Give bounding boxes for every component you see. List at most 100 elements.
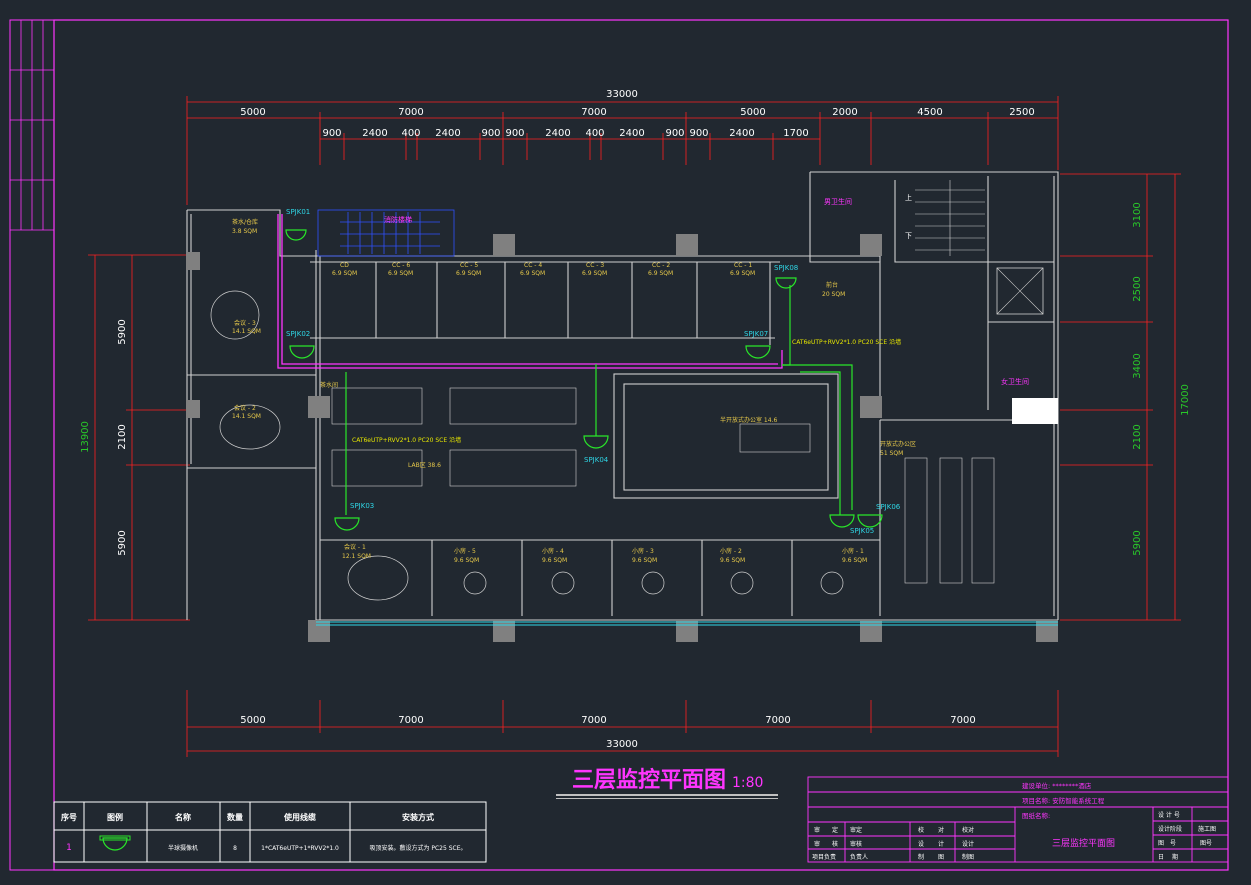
dim-sub-6: 900 xyxy=(505,128,524,139)
dim-bottom-4: 7000 xyxy=(765,715,790,726)
tb-project: 项目名称: 安防智能系统工程 xyxy=(1022,796,1105,805)
legend-row-cable: 1*CAT6eUTP+1*RVV2*1.0 xyxy=(261,845,339,852)
tb-c3c: 制图 xyxy=(962,853,974,861)
dim-left-total: 13900 xyxy=(80,421,91,453)
tb-c1a: 校 xyxy=(918,826,924,834)
tb-right-2b: 施工图 xyxy=(1198,825,1216,833)
dim-top-sub: 900 2400 400 2400 900 900 2400 400 2400 … xyxy=(322,128,808,139)
dim-left-2: 2100 xyxy=(117,424,128,449)
legend-row-no: 1 xyxy=(66,843,72,853)
room-cc5: CC - 5 xyxy=(460,262,478,269)
tb-r3b: 负责人 xyxy=(850,853,868,861)
camera-3-icon xyxy=(334,517,360,531)
dim-bottom-total: 33000 xyxy=(606,739,638,750)
magenta-trunk xyxy=(277,214,783,369)
room-stair: 消防楼梯 xyxy=(384,215,412,224)
room-cc3-area: 6.9 SQM xyxy=(582,270,607,277)
tb-c3b: 图 xyxy=(938,854,944,861)
room-small3-area: 9.6 SQM xyxy=(632,557,657,564)
camera-label-2: SPJK02 xyxy=(286,330,310,338)
camera-5-icon xyxy=(829,514,855,528)
camera-1-icon xyxy=(285,229,307,241)
dim-bottom-2: 7000 xyxy=(398,715,423,726)
room-small5: 小房 - 5 xyxy=(454,547,476,555)
room-cc4: CC - 4 xyxy=(524,262,542,269)
dim-sub-11: 900 xyxy=(689,128,708,139)
camera-6-icon xyxy=(857,514,883,528)
title-block xyxy=(807,776,1229,863)
tb-r1a: 审 xyxy=(814,826,820,834)
tb-c2c: 设计 xyxy=(962,840,974,848)
tb-right-1a: 设 计 号 xyxy=(1158,811,1180,819)
room-tea-area: 3.8 SQM xyxy=(232,228,257,235)
inner-frame xyxy=(53,19,1229,871)
camera-8-icon xyxy=(775,277,797,289)
camera-label-8: SPJK08 xyxy=(774,264,798,272)
dim-top-row: 5000 7000 7000 5000 2000 4500 2500 xyxy=(240,107,1034,118)
room-meet2: 会议 - 2 xyxy=(234,404,256,412)
dim-sub-9: 2400 xyxy=(619,128,644,139)
tb-r2a: 审 xyxy=(814,840,820,848)
tb-right-4a: 日 xyxy=(1158,854,1164,861)
room-meet2-area: 14.1 SQM xyxy=(232,413,261,420)
camera-label-3: SPJK03 xyxy=(350,502,374,510)
dim-bottom-1: 5000 xyxy=(240,715,265,726)
tb-right-3b: 号 xyxy=(1170,840,1176,847)
dim-sub-5: 900 xyxy=(481,128,500,139)
room-cc6: CC - 6 xyxy=(392,262,410,269)
legend-h-symbol: 图例 xyxy=(107,812,123,822)
tb-r2c: 审核 xyxy=(850,840,862,848)
tb-r1b: 定 xyxy=(832,826,838,834)
tb-right-3a: 图 xyxy=(1158,840,1164,847)
dim-sub-3: 400 xyxy=(401,128,420,139)
dim-bottom-5: 7000 xyxy=(950,715,975,726)
room-cc3: CC - 3 xyxy=(586,262,604,269)
room-cc2-area: 6.9 SQM xyxy=(648,270,673,277)
dim-sub-12: 2400 xyxy=(729,128,754,139)
white-block xyxy=(1012,398,1058,424)
dim-bottom-row: 5000 7000 7000 7000 7000 xyxy=(240,715,975,726)
legend-h-no: 序号 xyxy=(61,812,77,822)
room-front-area: 20 SQM xyxy=(822,291,845,298)
room-half-open: 半开放式办公室 14.6 xyxy=(720,416,777,424)
room-cc5-area: 6.9 SQM xyxy=(456,270,481,277)
tb-r2b: 核 xyxy=(832,840,838,848)
room-small2-area: 9.6 SQM xyxy=(720,557,745,564)
room-cc4-area: 6.9 SQM xyxy=(520,270,545,277)
dim-top-total: 33000 xyxy=(606,89,638,100)
room-small1: 小房 - 1 xyxy=(842,547,864,555)
binding-strip xyxy=(10,20,54,231)
legend-h-name: 名称 xyxy=(175,812,191,822)
dim-right-3: 3400 xyxy=(1132,353,1143,378)
dim-sub-1: 900 xyxy=(322,128,341,139)
camera-symbols xyxy=(285,229,883,531)
cable-label-2: CAT6eUTP+RVV2*1.0 PC20 SCE 沿墙 xyxy=(352,436,461,444)
tb-c3a: 制 xyxy=(918,853,924,861)
dim-top-6: 4500 xyxy=(917,107,942,118)
building-walls xyxy=(186,171,1059,621)
tb-right-4b: 期 xyxy=(1172,853,1178,861)
camera-label-6: SPJK06 xyxy=(876,503,901,511)
workstations xyxy=(331,387,995,584)
stair-up: 上 xyxy=(905,193,912,202)
camera-label-7: SPJK07 xyxy=(744,330,768,338)
room-labels: 茶水/仓库 3.8 SQM 消防楼梯 CD 6.9 SQM CC - 6 6.9… xyxy=(232,193,1029,564)
dim-top-5: 2000 xyxy=(832,107,857,118)
room-small4: 小房 - 4 xyxy=(542,547,564,555)
tb-c1c: 校对 xyxy=(962,826,974,834)
tb-r1c: 审定 xyxy=(850,826,862,834)
dim-sub-8: 400 xyxy=(585,128,604,139)
room-front: 前台 xyxy=(826,281,838,289)
room-male-wc: 男卫生间 xyxy=(824,197,852,206)
room-tea: 茶水/仓库 xyxy=(232,218,258,226)
dim-top-1: 5000 xyxy=(240,107,265,118)
stair-down: 下 xyxy=(905,232,912,240)
camera-labels: SPJK01 SPJK02 SPJK03 SPJK04 SPJK05 SPJK0… xyxy=(286,208,901,535)
dim-sub-4: 2400 xyxy=(435,128,460,139)
room-cd: CD xyxy=(340,262,349,269)
camera-label-5: SPJK05 xyxy=(850,527,874,535)
drawing-scale: 1:80 xyxy=(732,775,763,791)
title-underline xyxy=(556,794,778,796)
